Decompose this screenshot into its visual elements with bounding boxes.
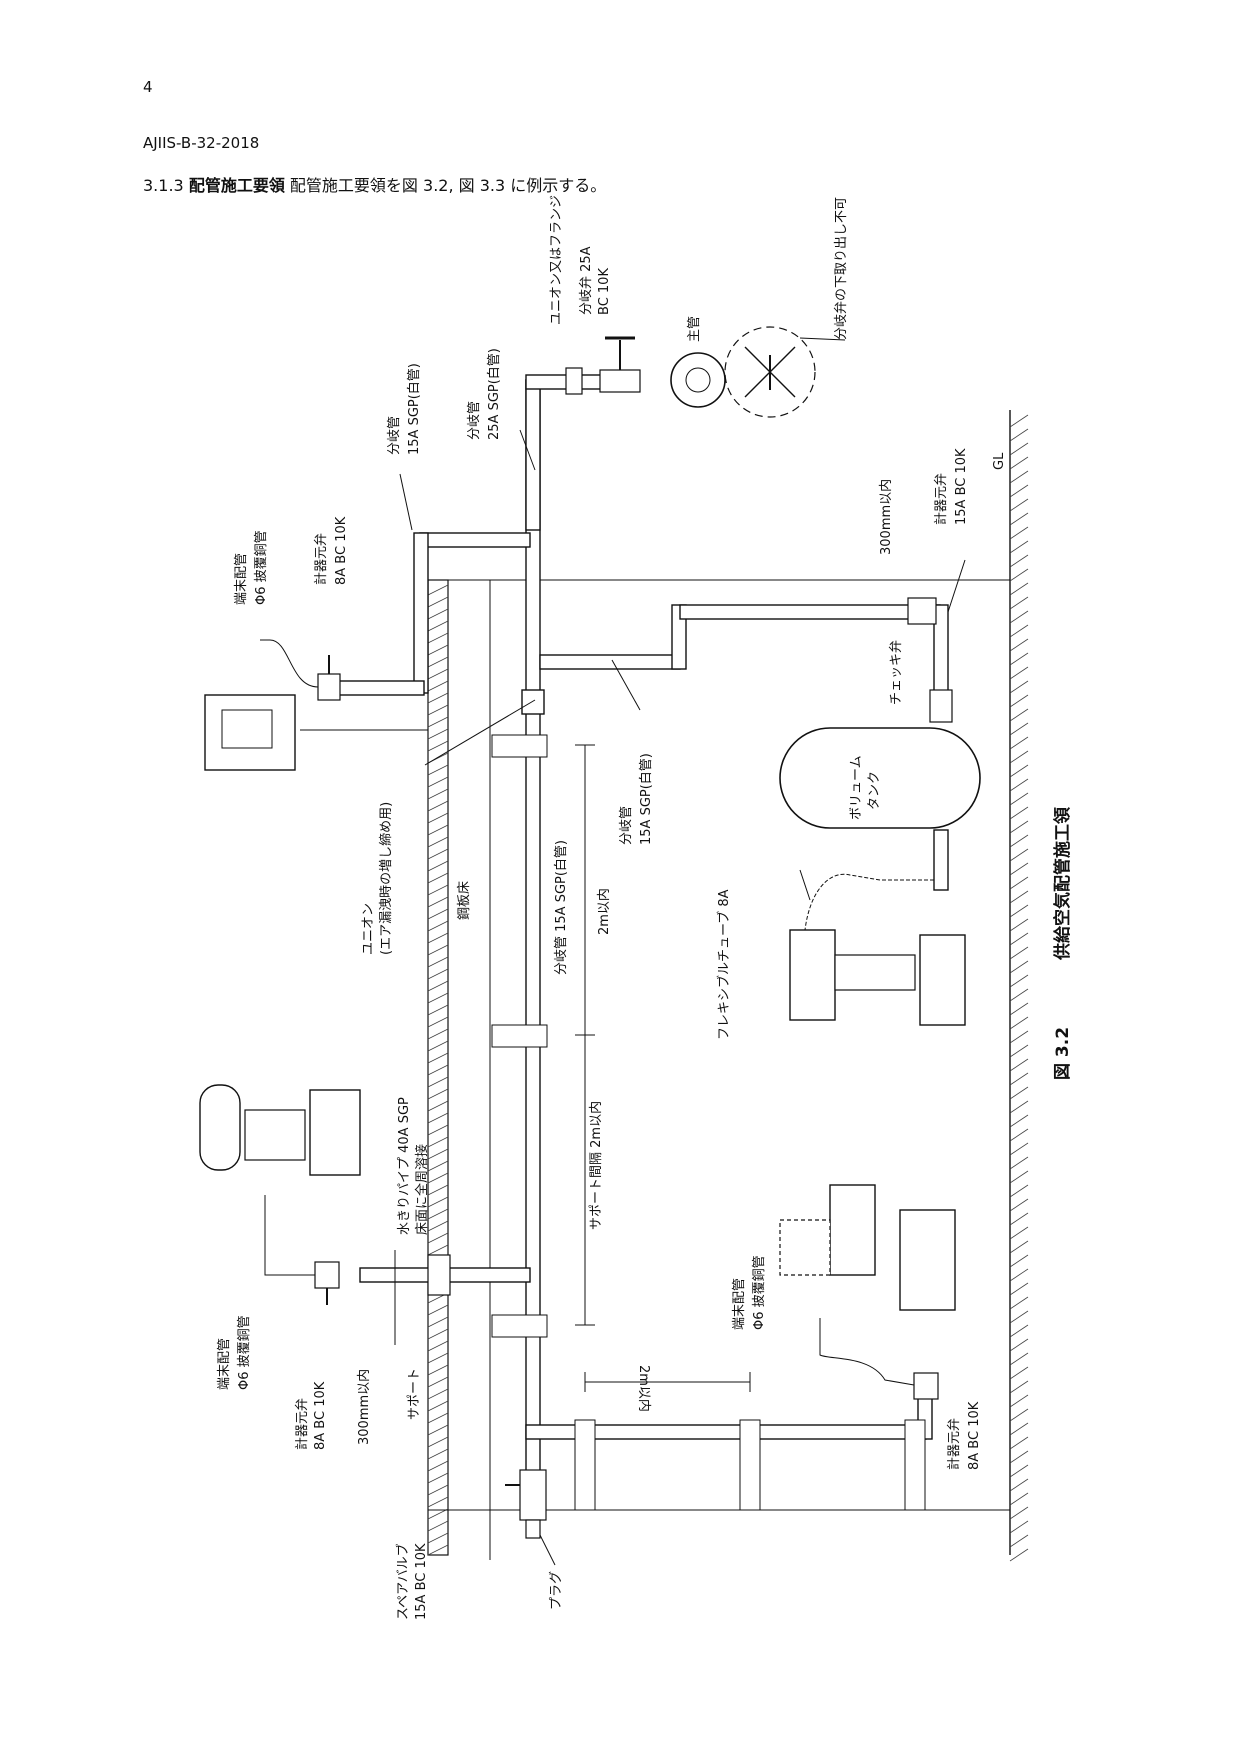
actuator-valve-lower-left — [199, 1084, 361, 1176]
label-terminal-pipe-lower-2: Φ6 披覆銅管 — [237, 1315, 252, 1390]
figure-caption-number: 図 3.2 — [1053, 1027, 1073, 1080]
branch-right-low — [539, 654, 681, 670]
label-inst-valve-lower-1: 計器元弁 — [294, 1398, 310, 1450]
page-number: 4 — [143, 78, 153, 96]
label-dim-300-top: 300mm以内 — [878, 479, 894, 555]
label-branch-pipe-vertical: 分岐管 15A SGP(白管) — [553, 840, 569, 975]
branch-15a-upper — [419, 532, 531, 548]
label-inst-valve-right-1: 計器元弁 — [946, 1418, 962, 1470]
label-spare-valve-2: 15A BC 10K — [414, 1543, 429, 1620]
instrument-valve-15a-top — [907, 597, 937, 625]
label-volume-tank-1: ボリューム — [849, 755, 864, 820]
label-no-bottom-takeoff: 分岐弁の下取り出し不可 — [834, 197, 849, 340]
label-inst-valve-lower-2: 8A BC 10K — [313, 1381, 328, 1450]
label-dim-300-bottom: 300mm以内 — [356, 1369, 372, 1445]
pipe-supports-bottom — [574, 1372, 926, 1511]
label-inst-valve-8a-2: 8A BC 10K — [334, 516, 349, 585]
label-union-note-2: (エア漏洩時の増し締め用) — [378, 802, 394, 955]
label-main-pipe: 主管 — [687, 316, 702, 342]
label-drain-pipe-1: 水きりパイプ 40A SGP — [397, 1097, 412, 1235]
label-instrument-valve-top-1: 計器元弁 — [933, 473, 949, 525]
instrument-valve-8a-right — [913, 1372, 939, 1400]
drain-sleeve — [427, 1254, 451, 1296]
label-branch-pipe-right-2: 15A SGP(白管) — [638, 753, 654, 845]
instrument-valve-8a-lower — [314, 1261, 340, 1305]
label-branch-pipe-25a-2: 25A SGP(白管) — [486, 348, 502, 440]
prohibited-bottom-takeoff — [724, 326, 816, 418]
steel-floor-slab — [427, 579, 491, 1560]
check-valve — [929, 689, 953, 723]
label-branch-valve-rating: BC 10K — [597, 268, 612, 315]
label-branch-pipe-15a-1: 分岐管 — [387, 416, 402, 455]
vertical-branch-pipe — [525, 379, 541, 1511]
label-gl: GL — [992, 452, 1007, 470]
branch-15a-down — [413, 532, 429, 694]
terminal-tube-top — [260, 639, 319, 688]
branch-right-header — [679, 604, 941, 620]
label-volume-tank-2: タンク — [867, 771, 882, 810]
label-inst-valve-right-2: 8A BC 10K — [967, 1401, 982, 1470]
label-steel-floor: 鋼板床 — [457, 881, 472, 920]
actuator-valve-lower-right — [779, 1184, 956, 1311]
terminal-tube-right — [819, 1318, 915, 1386]
spare-valve — [505, 1469, 547, 1521]
label-branch-valve: 分岐弁 25A — [579, 246, 594, 315]
section-heading: 3.1.3 配管施工要領 配管施工要領を図 3.2, 図 3.3 に例示する。 — [143, 172, 606, 196]
section-title: 配管施工要領 — [188, 176, 285, 195]
ground-line — [1009, 410, 1029, 1562]
section-number: 3.1.3 — [143, 176, 184, 195]
label-branch-pipe-25a-1: 分岐管 — [467, 401, 482, 440]
label-terminal-pipe-right-1: 端末配管 — [732, 1278, 747, 1330]
label-branch-pipe-right-1: 分岐管 — [619, 806, 634, 845]
label-terminal-pipe-1: 端末配管 — [234, 553, 249, 605]
volume-tank — [779, 727, 981, 829]
label-flexible-tube: フレキシブルチューブ 8A — [716, 889, 732, 1040]
branch-right-riser — [671, 604, 687, 670]
label-instrument-valve-top-2: 15A BC 10K — [954, 448, 969, 525]
label-terminal-pipe-2: Φ6 披覆銅管 — [254, 530, 269, 605]
support-spacing-dimension — [575, 744, 595, 1326]
standard-code: AJIIS-B-32-2018 — [143, 134, 260, 152]
label-support: サポート — [407, 1368, 422, 1420]
instrument-box-top — [204, 694, 296, 771]
label-drain-pipe-2: 床面に全周溶接 — [414, 1144, 430, 1235]
label-check-valve: チェッキ弁 — [889, 640, 904, 705]
main-pipe — [670, 352, 726, 408]
label-inst-valve-8a-1: 計器元弁 — [313, 533, 329, 585]
union-fitting — [521, 689, 545, 715]
union-fitting-top — [565, 367, 583, 395]
label-branch-pipe-15a-2: 15A SGP(白管) — [406, 363, 422, 455]
riser-25a — [525, 379, 541, 531]
flexible-tube — [804, 873, 934, 931]
label-union-or-flange: ユニオン又はフランジ — [549, 195, 564, 325]
terminal-tube-lower — [264, 1195, 315, 1276]
label-union-note-1: ユニオン — [361, 903, 376, 955]
label-support-spacing: サポート間隔 2m以内 — [588, 1101, 604, 1230]
tank-outlet-pipe — [933, 829, 949, 891]
actuator-valve-middle — [789, 929, 966, 1026]
label-dim-2m-1: 2m以内 — [596, 888, 612, 935]
plug — [525, 1519, 541, 1539]
pipe-supports-vertical — [491, 734, 548, 1338]
instrument-valve-8a-top — [317, 655, 341, 701]
label-plug: プラグ — [549, 1571, 564, 1610]
branch-valve-25a — [599, 336, 641, 393]
label-terminal-pipe-right-2: Φ6 披覆銅管 — [752, 1255, 767, 1330]
label-spare-valve-1: スペアバルブ — [395, 1543, 411, 1620]
figure-caption-title: 供給空気配管施工領 — [1052, 806, 1073, 961]
section-body: 配管施工要領を図 3.2, 図 3.3 に例示する。 — [289, 176, 607, 195]
label-terminal-pipe-lower-1: 端末配管 — [217, 1338, 232, 1390]
label-dim-2m-bottom: 2m以内 — [636, 1365, 652, 1412]
